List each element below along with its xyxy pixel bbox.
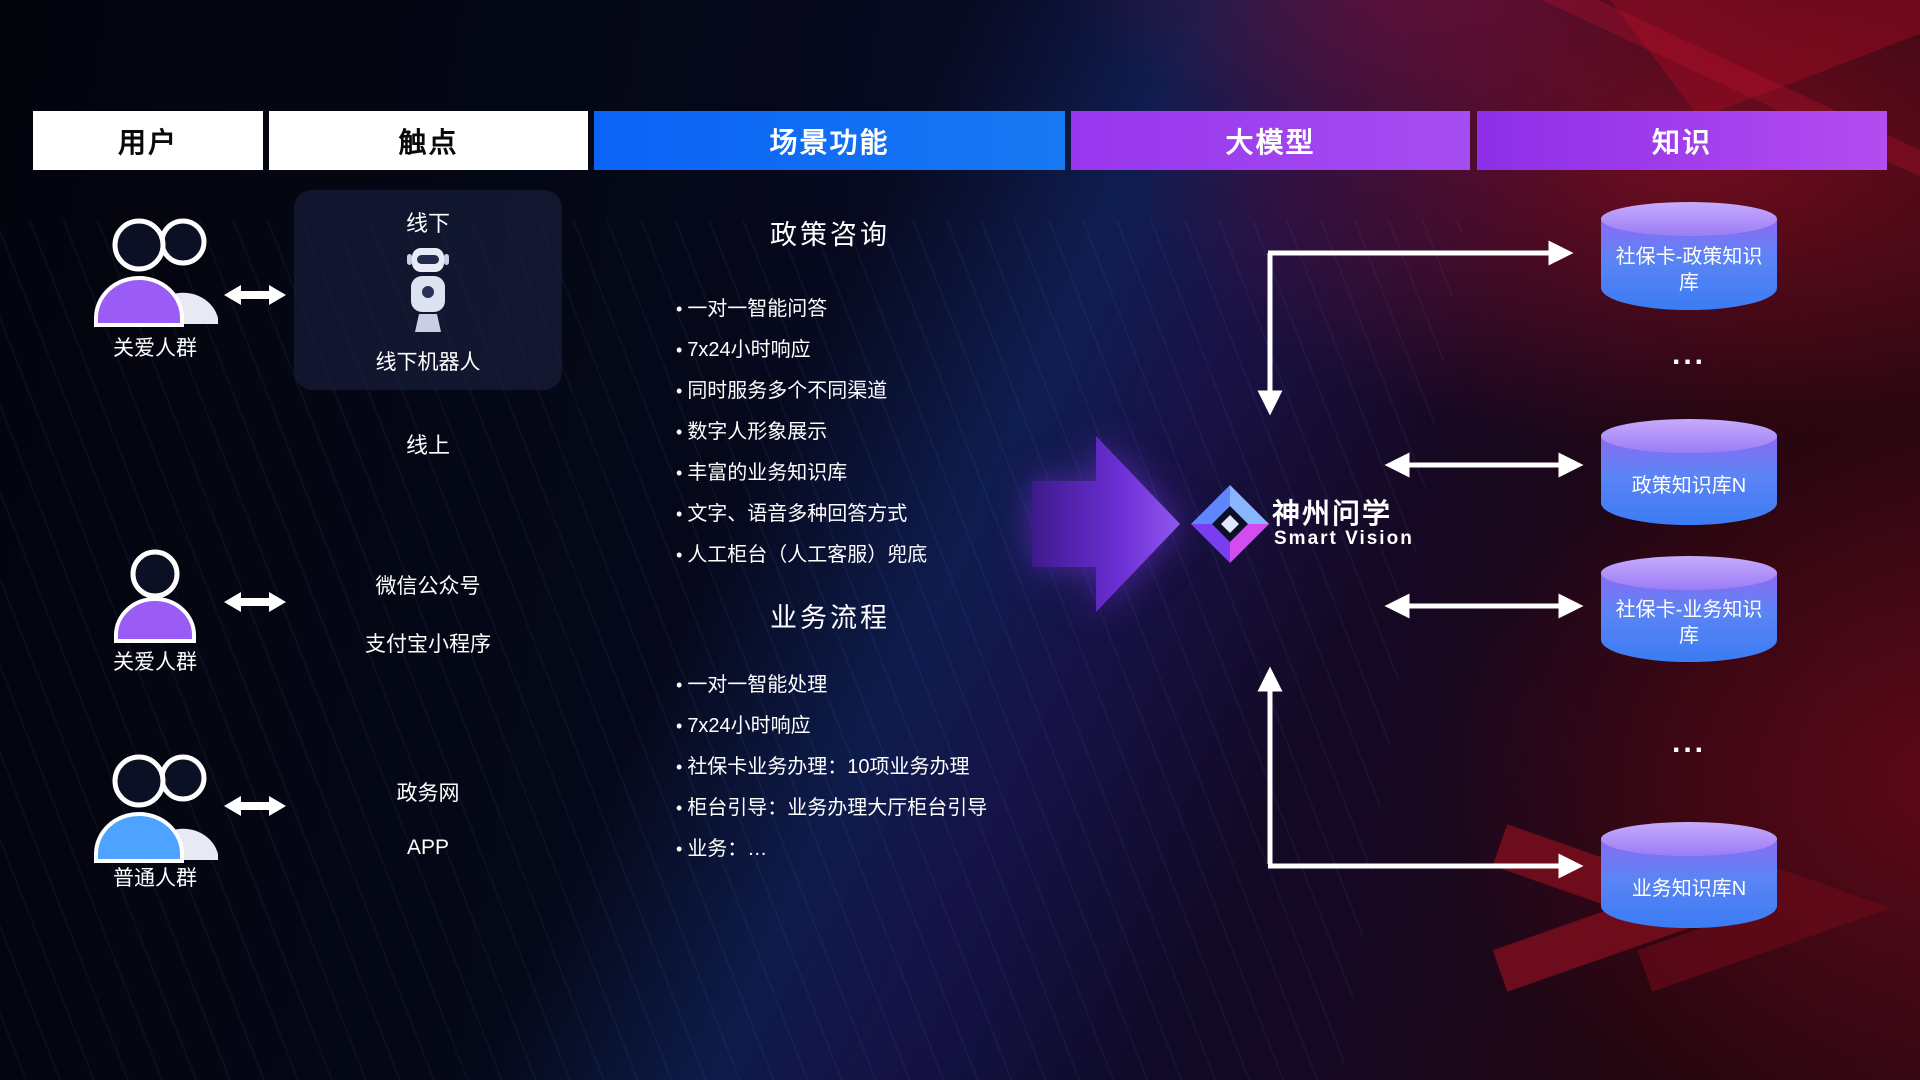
header-scenarios: 场景功能 <box>594 111 1065 170</box>
feature-item: 7x24小时响应 <box>676 709 1076 738</box>
db-label: 社保卡-业务知识库 <box>1615 599 1763 647</box>
diamond-logo-icon <box>1191 485 1269 563</box>
feature-item: 一对一智能处理 <box>676 668 1076 697</box>
feature-item: 一对一智能问答 <box>676 292 1076 321</box>
online-title: 线上 <box>405 433 450 458</box>
header-scenarios-label: 场景功能 <box>769 126 890 158</box>
header-touchpoints: 触点 <box>269 111 588 170</box>
feature-item: 7x24小时响应 <box>676 333 1076 362</box>
header-touchpoints-label: 触点 <box>398 126 459 158</box>
feature-item: 文字、语音多种回答方式 <box>676 497 1076 526</box>
knowledge-db: 社保卡-业务知识库 <box>1601 556 1777 662</box>
user-label: 关爱人群 <box>113 651 197 674</box>
db-label: 业务知识库N <box>1631 878 1747 900</box>
header-knowledge-label: 知识 <box>1651 126 1712 158</box>
scenario-title-business: 业务流程 <box>770 603 890 633</box>
feature-item: 人工柜台（人工客服）兜底 <box>676 538 1076 567</box>
channel-alipay: 支付宝小程序 <box>365 633 491 656</box>
header-users-label: 用户 <box>117 126 178 158</box>
policy-feature-list: 一对一智能问答 7x24小时响应 同时服务多个不同渠道 数字人形象展示 丰富的业… <box>676 292 1076 567</box>
user-group-icon <box>94 754 218 863</box>
feature-item: 同时服务多个不同渠道 <box>676 374 1076 403</box>
database-cylinder-top <box>1601 419 1777 453</box>
big-right-arrow-icon <box>1032 436 1180 612</box>
header-users: 用户 <box>33 111 263 170</box>
double-arrow-icon <box>224 285 286 305</box>
db-label: 政策知识库N <box>1631 475 1747 497</box>
knowledge-db: 政策知识库N <box>1601 419 1777 525</box>
offline-touchpoint-card: 线下 线下机器人 <box>294 190 562 390</box>
model-name: 神州问学 <box>1272 498 1393 529</box>
header-knowledge: 知识 <box>1477 111 1887 170</box>
knowledge-db: 社保卡-政策知识库 <box>1601 202 1777 310</box>
offline-robot-label: 线下机器人 <box>375 351 481 374</box>
ellipsis: ... <box>1671 726 1706 759</box>
feature-item: 柜台引导：业务办理大厅柜台引导 <box>676 791 1076 820</box>
channel-app: APP <box>406 836 450 859</box>
feature-item: 社保卡业务办理：10项业务办理 <box>676 750 1076 779</box>
double-arrow-icon <box>224 796 286 816</box>
model-subtitle: Smart Vision <box>1274 528 1414 549</box>
business-feature-list: 一对一智能处理 7x24小时响应 社保卡业务办理：10项业务办理 柜台引导：业务… <box>676 668 1076 861</box>
user-label: 关爱人群 <box>113 337 197 360</box>
user-label: 普通人群 <box>113 867 197 890</box>
db-label: 社保卡-政策知识库 <box>1615 246 1763 294</box>
double-arrow-icon <box>224 592 286 612</box>
database-cylinder-top <box>1601 202 1777 236</box>
user-single-icon <box>114 549 196 643</box>
header-model-label: 大模型 <box>1225 126 1316 158</box>
scenario-title-policy: 政策咨询 <box>770 220 890 250</box>
database-cylinder-top <box>1601 556 1777 590</box>
header-model: 大模型 <box>1071 111 1470 170</box>
channel-wechat: 微信公众号 <box>375 575 481 598</box>
offline-title: 线下 <box>405 211 450 236</box>
user-group-icon <box>94 218 218 327</box>
feature-item: 数字人形象展示 <box>676 415 1076 444</box>
channel-gov-web: 政务网 <box>396 782 460 805</box>
robot-icon <box>407 248 449 332</box>
feature-item: 业务：… <box>676 832 1076 861</box>
feature-item: 丰富的业务知识库 <box>676 456 1076 485</box>
knowledge-db: 业务知识库N <box>1601 822 1777 928</box>
database-cylinder-top <box>1601 822 1777 856</box>
ellipsis: ... <box>1671 338 1706 371</box>
